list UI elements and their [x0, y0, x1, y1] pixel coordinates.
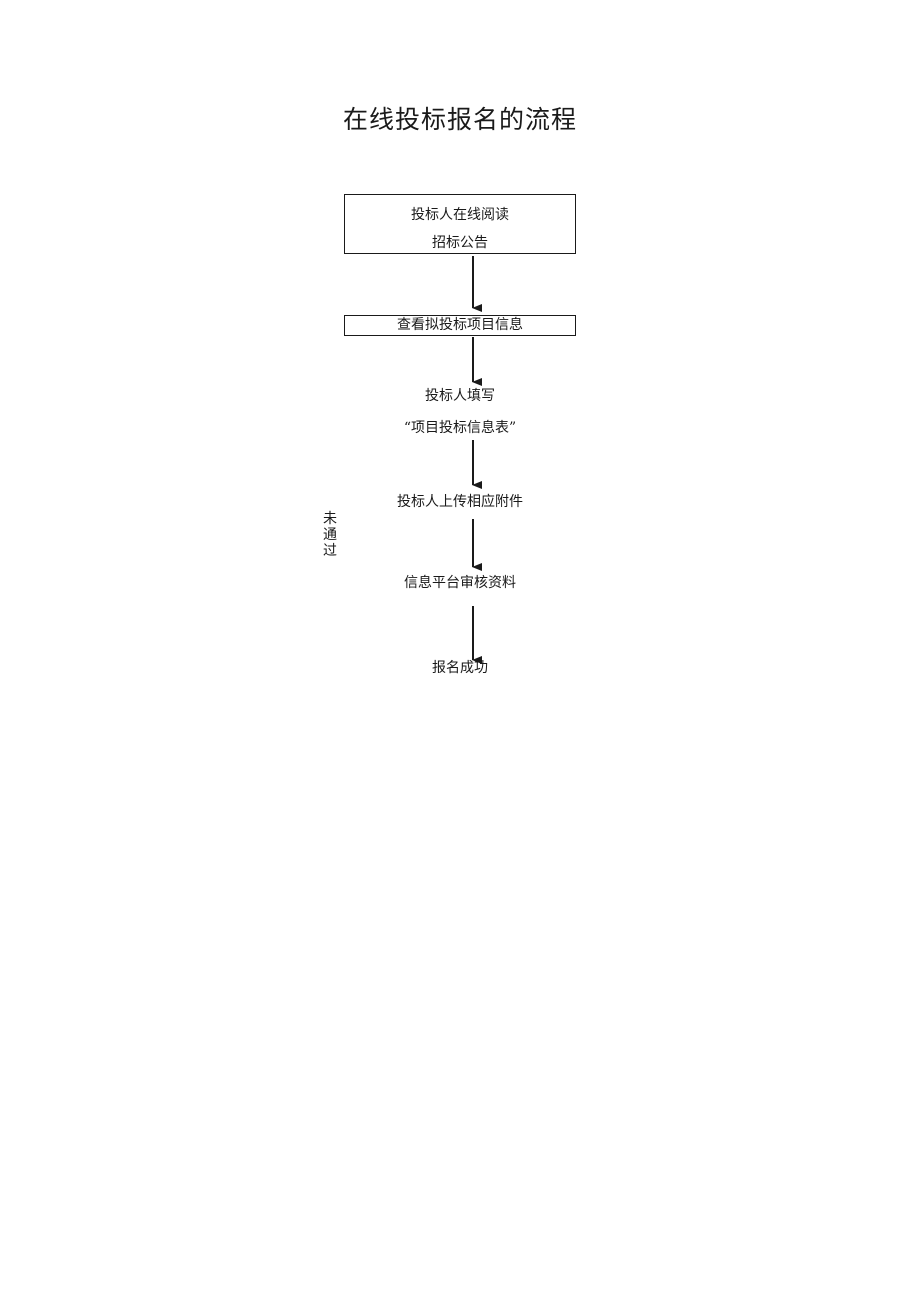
step-read-notice-line1: 投标人在线阅读	[411, 207, 509, 223]
step-upload-label: 投标人上传相应附件	[397, 494, 523, 510]
step-read-notice-line2: 招标公告	[432, 235, 488, 251]
step-success-label: 报名成功	[432, 660, 488, 676]
step-review-label: 信息平台审核资料	[404, 575, 516, 591]
page-title: 在线投标报名的流程	[342, 105, 577, 134]
step-view-project-label: 查看拟投标项目信息	[397, 317, 523, 333]
step-fill-form-line1: 投标人填写	[425, 388, 495, 404]
not-passed-char-1: 未	[323, 511, 337, 527]
not-passed-char-3: 过	[323, 543, 337, 559]
not-passed-label: 未 通 过	[322, 511, 338, 559]
not-passed-char-2: 通	[323, 527, 337, 543]
step-read-notice-box: 投标人在线阅读 招标公告	[344, 194, 576, 254]
step-view-project-box: 查看拟投标项目信息	[344, 315, 576, 336]
step-fill-form-line2: “项目投标信息表”	[403, 420, 517, 436]
